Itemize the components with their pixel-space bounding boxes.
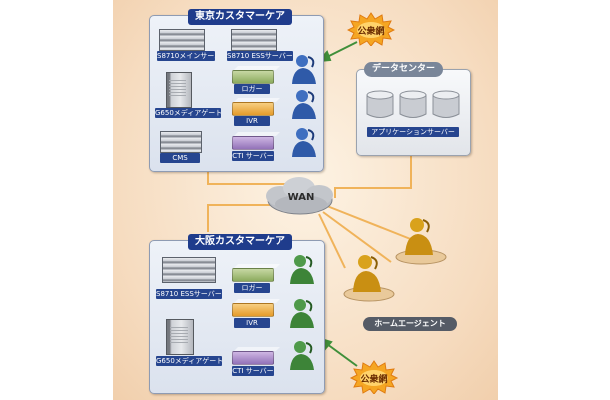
ivr-icon: [232, 303, 274, 317]
ivr-icon: [232, 102, 274, 116]
link-osaka-wan: [207, 204, 278, 232]
ivr-label: IVR: [234, 116, 270, 126]
arrow-public-top: [324, 41, 358, 59]
ess-server-label: S8710 ESSサーバー#2: [156, 289, 222, 299]
ess-server-label: S8710 ESSサーバー#1: [227, 51, 293, 61]
cti-server-label: CTI サーバー: [232, 366, 274, 376]
agent-icon: [290, 53, 320, 85]
app-server-cylinder-icon: [432, 90, 460, 118]
wan-label: WAN: [287, 192, 315, 203]
public-network-bottom-label: 公衆網: [360, 375, 388, 385]
wan-cloud-shape: [266, 177, 333, 215]
logger-label: ロガー: [234, 283, 270, 293]
public-network-top: 公衆網: [346, 12, 396, 47]
main-server-label: S8710メインサーバー: [157, 51, 215, 61]
link-wan-home-1: [322, 211, 392, 263]
cti-server-icon: [232, 136, 274, 150]
main-server-icon: [159, 29, 205, 51]
home-agent-icon: [395, 215, 447, 265]
gateway-label: G650メディアゲートウェイ: [155, 108, 221, 118]
gateway-label: G650メディアゲートウェイ: [156, 356, 222, 366]
home-agent-label: ホームエージェント: [363, 317, 457, 331]
agent-icon: [288, 297, 318, 329]
agent-icon: [290, 126, 320, 158]
gateway-icon: [166, 319, 194, 355]
gateway-icon: [166, 72, 192, 108]
ess-server-icon: [231, 29, 277, 51]
datacenter-site: データセンター アプリケーションサーバー: [356, 62, 471, 156]
public-network-burst-icon: [349, 360, 399, 395]
tokyo-site: 東京カスタマーケア S8710メインサーバー S8710 ESSサーバー#1 ロ…: [149, 9, 324, 172]
arrow-public-bottom: [326, 343, 358, 367]
ess-server-icon: [162, 257, 216, 283]
public-network-bottom: 公衆網: [349, 360, 399, 395]
link-wan-home-2: [326, 205, 414, 241]
public-network-burst-icon: [346, 12, 396, 47]
link-wan-home-3: [318, 213, 346, 269]
link-datacenter-wan: [334, 154, 412, 198]
datacenter-title: データセンター: [364, 62, 444, 77]
app-server-cylinder-icon: [399, 90, 427, 118]
agent-icon: [288, 253, 318, 285]
logger-icon: [232, 70, 274, 84]
logger-label: ロガー: [234, 84, 270, 94]
logger-icon: [232, 268, 274, 282]
osaka-title: 大阪カスタマーケア: [188, 234, 292, 250]
cti-server-label: CTI サーバー: [232, 151, 274, 161]
public-network-top-label: 公衆網: [357, 27, 385, 37]
agent-icon: [288, 339, 318, 371]
network-diagram: 東京カスタマーケア S8710メインサーバー S8710 ESSサーバー#1 ロ…: [113, 0, 498, 400]
home-agent-icon: [343, 252, 395, 302]
cti-server-icon: [232, 351, 274, 365]
osaka-site: 大阪カスタマーケア S8710 ESSサーバー#2 ロガー IVR G650メデ…: [149, 234, 325, 394]
tokyo-title: 東京カスタマーケア: [188, 9, 292, 25]
cms-label: CMS: [160, 153, 200, 163]
agent-icon: [290, 88, 320, 120]
app-server-label: アプリケーションサーバー: [367, 127, 459, 137]
ivr-label: IVR: [234, 318, 270, 328]
cms-icon: [160, 131, 202, 153]
app-server-cylinder-icon: [366, 90, 394, 118]
connection-lines: [207, 41, 414, 367]
